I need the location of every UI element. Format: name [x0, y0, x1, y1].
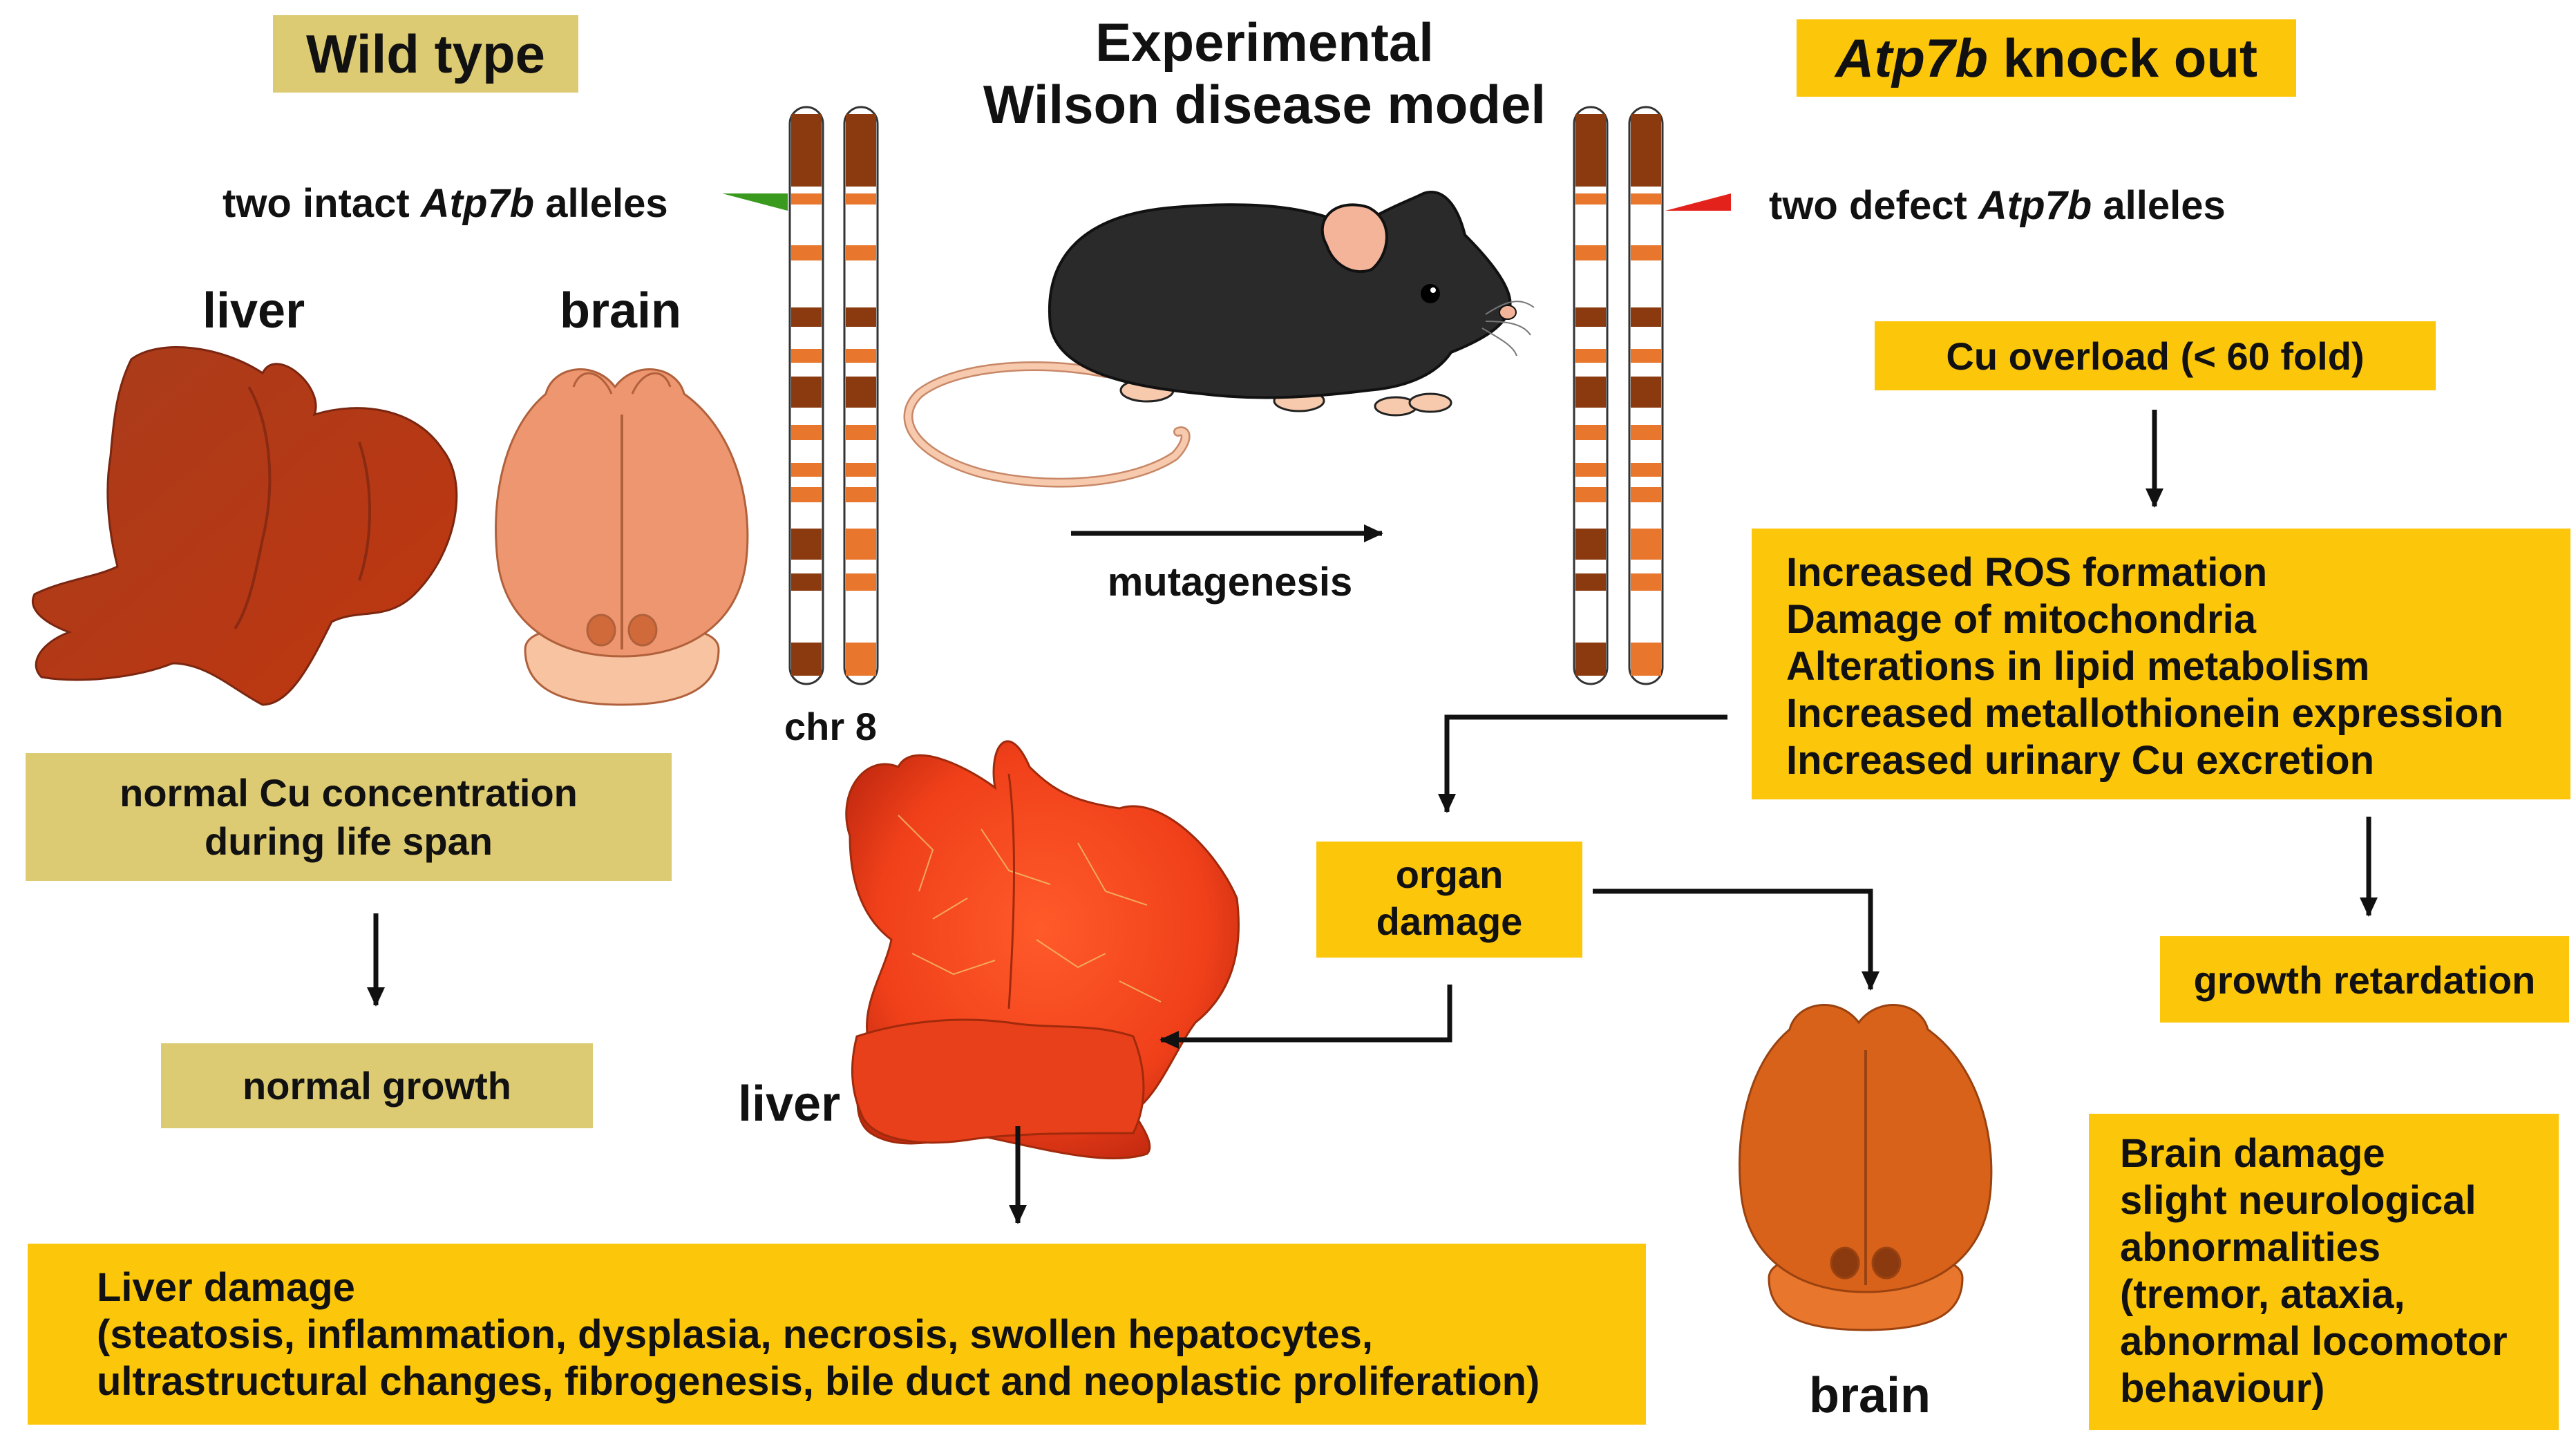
- defect-alleles-prefix: two defect: [1769, 183, 1978, 228]
- brain-damage-line: abnormalities: [2120, 1225, 2381, 1270]
- defect-alleles-suffix: alleles: [2092, 183, 2226, 228]
- intact-allele-marker: [722, 193, 788, 211]
- intact-alleles-gene: Atp7b: [420, 181, 535, 226]
- effect-item: Increased metallothionein expression: [1786, 691, 2503, 736]
- brain-damage-box: Brain damage slight neurological abnorma…: [2089, 1114, 2559, 1430]
- brain-damage-line: (tremor, ataxia,: [2120, 1272, 2405, 1317]
- defect-alleles-label: two defect Atp7b alleles: [1769, 183, 2226, 229]
- wild-type-title: Wild type: [306, 23, 545, 84]
- growth-retardation-box: growth retardation: [2160, 936, 2569, 1023]
- brain-damage-line: behaviour): [2120, 1366, 2325, 1411]
- normal-cu-box: normal Cu concentration during life span: [26, 753, 672, 881]
- brain-damage-line: abnormal locomotor: [2120, 1319, 2508, 1364]
- defect-alleles-gene: Atp7b: [1978, 183, 2092, 228]
- effect-item: Increased urinary Cu excretion: [1786, 738, 2374, 783]
- liver-damage-line: (steatosis, inflammation, dysplasia, nec…: [97, 1312, 1373, 1357]
- diagram-title-line1: Experimental: [1095, 12, 1434, 73]
- knockout-liver-image: [845, 740, 1240, 1160]
- knockout-title-rest: knock out: [1987, 28, 2258, 88]
- liver-damage-line: Liver damage: [97, 1265, 355, 1310]
- effect-item: Damage of mitochondria: [1786, 597, 2256, 642]
- knockout-title: Atp7b knock out: [1797, 29, 2296, 87]
- wild-type-liver-image: [32, 346, 458, 706]
- effects-box: Increased ROS formation Damage of mitoch…: [1752, 529, 2570, 799]
- intact-alleles-suffix: alleles: [534, 181, 668, 226]
- liver-damage-box: Liver damage (steatosis, inflammation, d…: [28, 1244, 1646, 1425]
- normal-cu-line2: during life span: [205, 819, 493, 863]
- wild-type-title-box: Wild type: [273, 15, 578, 93]
- organ-damage-box: organ damage: [1316, 842, 1582, 958]
- organ-damage-line1: organ: [1395, 853, 1504, 896]
- normal-growth-box: normal growth: [161, 1043, 593, 1128]
- wild-type-chromosomes: [788, 106, 879, 685]
- knockout-brain-image: [1739, 1004, 1993, 1331]
- growth-retardation-label: growth retardation: [2193, 958, 2536, 1002]
- knockout-chromosomes: [1573, 106, 1664, 685]
- knockout-title-gene: Atp7b: [1835, 28, 1988, 88]
- intact-alleles-prefix: two intact: [222, 181, 421, 226]
- effect-item: Increased ROS formation: [1786, 550, 2268, 595]
- organ-damage-line2: damage: [1376, 900, 1523, 943]
- normal-cu-line1: normal Cu concentration: [120, 771, 578, 815]
- knockout-title-box: Atp7b knock out: [1797, 19, 2296, 97]
- knockout-brain-label: brain: [1809, 1368, 1931, 1423]
- mutagenesis-label: mutagenesis: [1107, 560, 1353, 605]
- arrows: [367, 410, 2378, 1224]
- mouse-image: [903, 191, 1535, 488]
- chromosome-label: chr 8: [784, 705, 877, 748]
- normal-growth-label: normal growth: [243, 1064, 511, 1108]
- diagram-title-line2: Wilson disease model: [983, 74, 1546, 135]
- defect-allele-marker: [1665, 193, 1731, 211]
- knockout-liver-label: liver: [738, 1076, 841, 1132]
- intact-alleles-label: two intact Atp7b alleles: [222, 181, 668, 227]
- wild-type-liver-label: liver: [202, 283, 305, 339]
- wild-type-brain-label: brain: [560, 283, 682, 339]
- cu-overload-box: Cu overload (< 60 fold): [1875, 321, 2436, 390]
- cu-overload-label: Cu overload (< 60 fold): [1946, 334, 2365, 378]
- liver-damage-line: ultrastructural changes, fibrogenesis, b…: [97, 1359, 1540, 1404]
- wild-type-brain-image: [495, 368, 749, 706]
- brain-damage-line: slight neurological: [2120, 1178, 2476, 1223]
- effect-item: Alterations in lipid metabolism: [1786, 644, 2370, 689]
- brain-damage-line: Brain damage: [2120, 1131, 2385, 1176]
